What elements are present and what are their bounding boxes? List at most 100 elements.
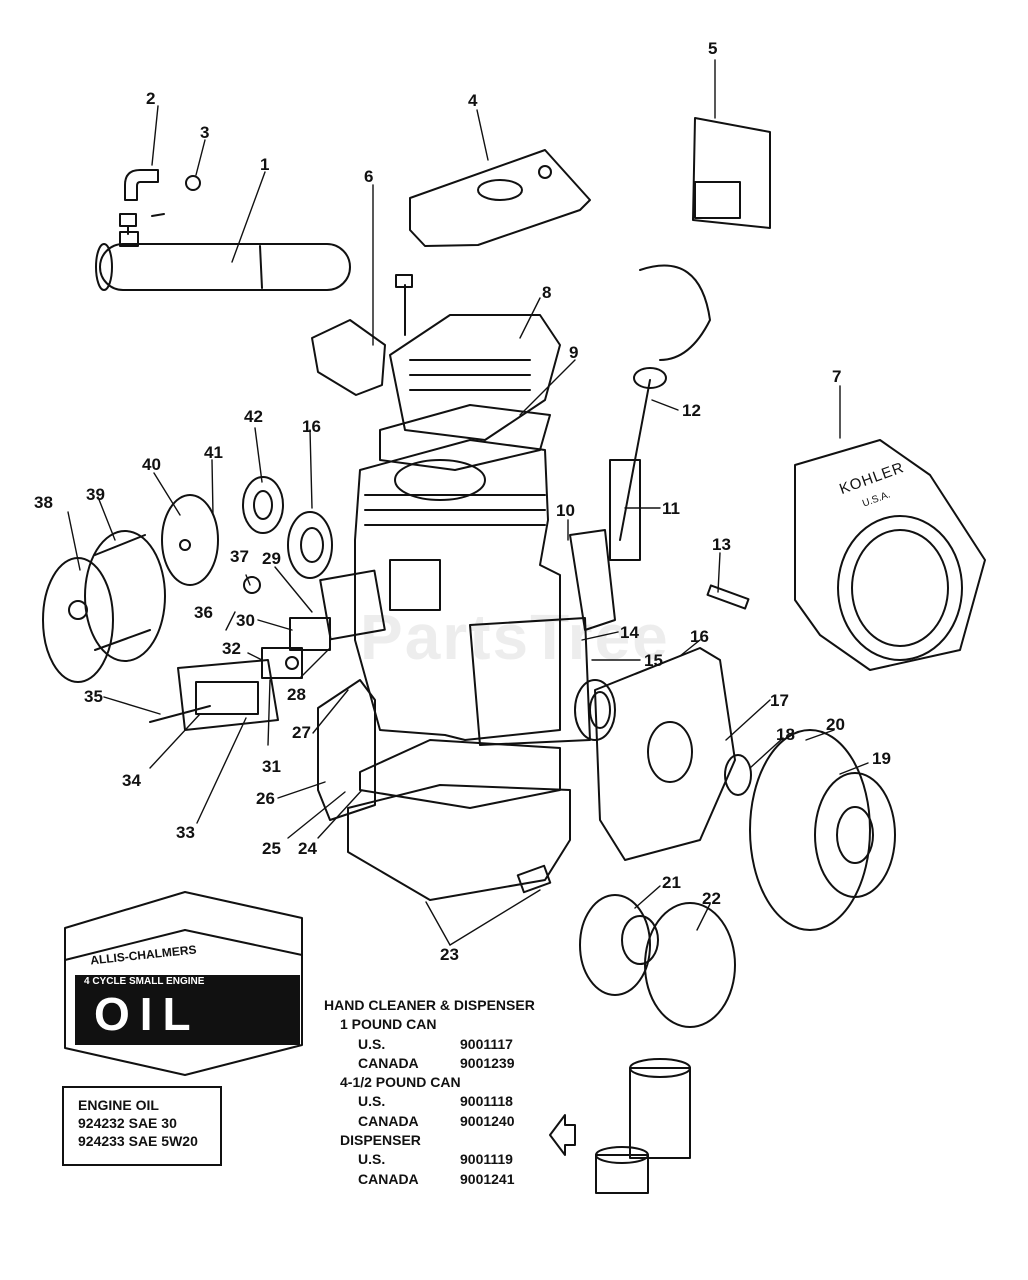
- hand-cleaner-title: HAND CLEANER & DISPENSER: [324, 997, 535, 1013]
- engine-block: [354, 439, 561, 741]
- callout-13: 13: [712, 535, 731, 554]
- callout-16-bearing-front: 16: [302, 417, 321, 436]
- callout-20: 20: [826, 715, 845, 734]
- watermark: PartsTree: [360, 601, 670, 673]
- part-number: 9001119: [460, 1151, 513, 1168]
- part-number: 9001240: [460, 1112, 515, 1129]
- hand-cleaner-list: HAND CLEANER & DISPENSER 1 POUND CAN U.S…: [324, 996, 584, 1189]
- hand-cleaner-can-small: [595, 1146, 649, 1194]
- callout-2: 2: [146, 89, 156, 108]
- callout-4: 4: [468, 91, 478, 110]
- row-label: U.S.: [358, 1093, 386, 1110]
- callout-36: 36: [194, 603, 213, 622]
- blower-housing: [794, 439, 986, 671]
- flywheel: [749, 729, 896, 931]
- callout-25: 25: [262, 839, 281, 858]
- air-filter-element: [84, 530, 166, 662]
- oil-pan: [347, 784, 571, 901]
- callout-3: 3: [200, 123, 210, 142]
- head-gasket-plate: [311, 319, 386, 396]
- callout-27: 27: [292, 723, 311, 742]
- callout-8: 8: [542, 283, 552, 302]
- callout-21: 21: [662, 873, 681, 892]
- callout-11: 11: [662, 499, 680, 518]
- callout-23: 23: [440, 945, 459, 964]
- reed-plate: [149, 659, 279, 731]
- part-number: 9001239: [460, 1054, 515, 1071]
- left-arrow-icon: [549, 1114, 576, 1156]
- engine-oil-line: 924232 SAE 30: [78, 1115, 177, 1131]
- callout-10: 10: [556, 501, 575, 520]
- carburetor-body: [261, 647, 303, 679]
- callout-38: 38: [34, 493, 53, 512]
- engine-oil-title: ENGINE OIL: [78, 1097, 159, 1113]
- carton-subtitle: 4 CYCLE SMALL ENGINE: [84, 976, 205, 987]
- dowel-pin: [706, 584, 750, 610]
- callout-33: 33: [176, 823, 195, 842]
- breather-assembly: [569, 529, 616, 631]
- callout-26: 26: [256, 789, 275, 808]
- callout-18: 18: [776, 725, 795, 744]
- row-label: U.S.: [358, 1151, 386, 1168]
- callout-32: 32: [222, 639, 241, 658]
- rotating-screen: [644, 902, 736, 1028]
- carton-product: OIL: [94, 988, 201, 1040]
- intake-gaskets: [289, 569, 386, 651]
- callout-35: 35: [84, 687, 103, 706]
- callout-19: 19: [872, 749, 891, 768]
- part-number: 9001241: [460, 1170, 515, 1187]
- callout-12: 12: [682, 401, 701, 420]
- callout-31: 31: [262, 757, 281, 776]
- cylinder-baffle: [692, 117, 771, 229]
- callout-9: 9: [569, 343, 579, 362]
- row-label: U.S.: [358, 1035, 386, 1052]
- callout-7: 7: [832, 367, 842, 386]
- callout-6: 6: [364, 167, 374, 186]
- main-bearing-rear: [574, 679, 616, 741]
- callout-42: 42: [244, 407, 263, 426]
- oil-seal: [724, 754, 752, 796]
- hand-cleaner-can-large: [629, 1058, 691, 1159]
- callout-40: 40: [142, 455, 161, 474]
- part-number: 9001117: [460, 1035, 513, 1052]
- callout-30: 30: [236, 611, 255, 630]
- air-cleaner-cover: [42, 557, 114, 683]
- dipstick: [609, 264, 711, 561]
- callout-24: 24: [298, 839, 317, 858]
- leader-lines: [67, 59, 869, 946]
- muffler: [95, 231, 351, 291]
- callout-37: 37: [230, 547, 249, 566]
- row-label: CANADA: [358, 1112, 419, 1129]
- part-number: 9001118: [460, 1093, 513, 1110]
- callout-5: 5: [708, 39, 718, 58]
- callout-17: 17: [770, 691, 789, 710]
- side-cover: [317, 679, 376, 821]
- callout-15: 15: [644, 651, 663, 670]
- row-label: CANADA: [358, 1054, 419, 1071]
- callout-39: 39: [86, 485, 105, 504]
- cylinder-head: [389, 274, 561, 441]
- section-heading: 4-1/2 POUND CAN: [340, 1074, 461, 1091]
- row-label: CANADA: [358, 1170, 419, 1187]
- air-cleaner-base: [161, 494, 219, 586]
- callout-14: 14: [620, 623, 639, 642]
- oil-carton: [64, 891, 303, 1076]
- callout-1: 1: [260, 155, 270, 174]
- base-gasket: [243, 576, 261, 594]
- callout-28: 28: [287, 685, 306, 704]
- callout-22: 22: [702, 889, 721, 908]
- engine-oil-line: 924233 SAE 5W20: [78, 1133, 198, 1149]
- callout-16-bearing-rear: 16: [690, 627, 709, 646]
- callout-34: 34: [122, 771, 141, 790]
- callout-29: 29: [262, 549, 281, 568]
- callout-41: 41: [204, 443, 223, 462]
- engine-oil-box: ENGINE OIL 924232 SAE 30 924233 SAE 5W20: [62, 1086, 222, 1166]
- pto-adapter: [579, 894, 659, 996]
- main-bearing-front: [287, 511, 333, 579]
- exhaust-nut: [185, 175, 201, 191]
- head-cover: [409, 149, 591, 247]
- bearing-plate: [594, 647, 736, 861]
- oil-seal-left: [242, 476, 284, 534]
- section-heading: 1 POUND CAN: [340, 1016, 437, 1033]
